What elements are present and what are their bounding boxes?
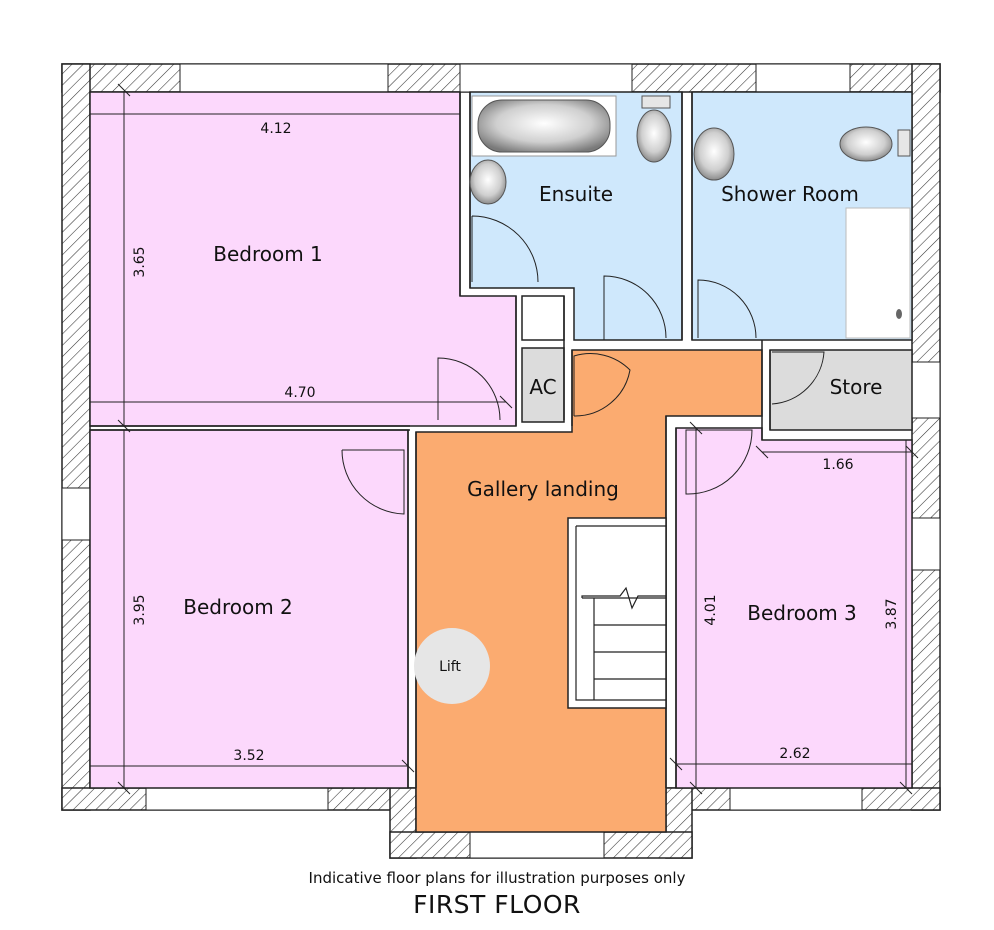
store-room bbox=[769, 349, 913, 431]
shower-basin-icon bbox=[693, 127, 735, 181]
label-ac: AC bbox=[529, 375, 556, 399]
shower-tray-icon bbox=[845, 207, 911, 339]
basin-icon bbox=[469, 159, 507, 205]
lift-label: Lift bbox=[439, 659, 461, 675]
dim-bedroom1-width-top: 4.12 bbox=[260, 121, 291, 137]
label-gallery-landing: Gallery landing bbox=[467, 477, 619, 501]
label-shower-room: Shower Room bbox=[721, 182, 859, 206]
windows bbox=[61, 63, 941, 859]
label-bedroom-1: Bedroom 1 bbox=[213, 242, 323, 266]
dim-bedroom3-depth-left: 4.01 bbox=[703, 594, 719, 625]
internal-walls bbox=[90, 92, 771, 788]
dim-store-width: 1.66 bbox=[822, 457, 853, 473]
disclaimer-caption: Indicative floor plans for illustration … bbox=[308, 869, 686, 887]
floor-title: FIRST FLOOR bbox=[413, 890, 581, 919]
label-bedroom-2: Bedroom 2 bbox=[183, 595, 293, 619]
label-store: Store bbox=[830, 375, 883, 399]
doors bbox=[341, 215, 825, 515]
dim-bedroom2-width: 3.52 bbox=[233, 748, 264, 764]
dimension-lines bbox=[90, 83, 919, 795]
bath-icon bbox=[471, 95, 617, 157]
staircase bbox=[567, 517, 667, 709]
dim-bedroom1-depth: 3.65 bbox=[132, 246, 148, 277]
floor-plan: Lift 4.12 4.70 3.65 3.52 3.95 2.62 4.01 … bbox=[61, 63, 941, 859]
shower-toilet-icon bbox=[839, 126, 911, 162]
dim-bedroom2-depth: 3.95 bbox=[132, 594, 148, 625]
dim-bedroom1-width-bottom: 4.70 bbox=[284, 385, 315, 401]
small-cupboard bbox=[521, 295, 565, 341]
dim-bedroom3-depth-right: 3.87 bbox=[884, 598, 900, 629]
dim-bedroom3-width: 2.62 bbox=[779, 746, 810, 762]
label-ensuite: Ensuite bbox=[539, 182, 613, 206]
toilet-icon bbox=[636, 95, 672, 163]
lift: Lift bbox=[414, 628, 490, 704]
label-bedroom-3: Bedroom 3 bbox=[747, 601, 857, 625]
